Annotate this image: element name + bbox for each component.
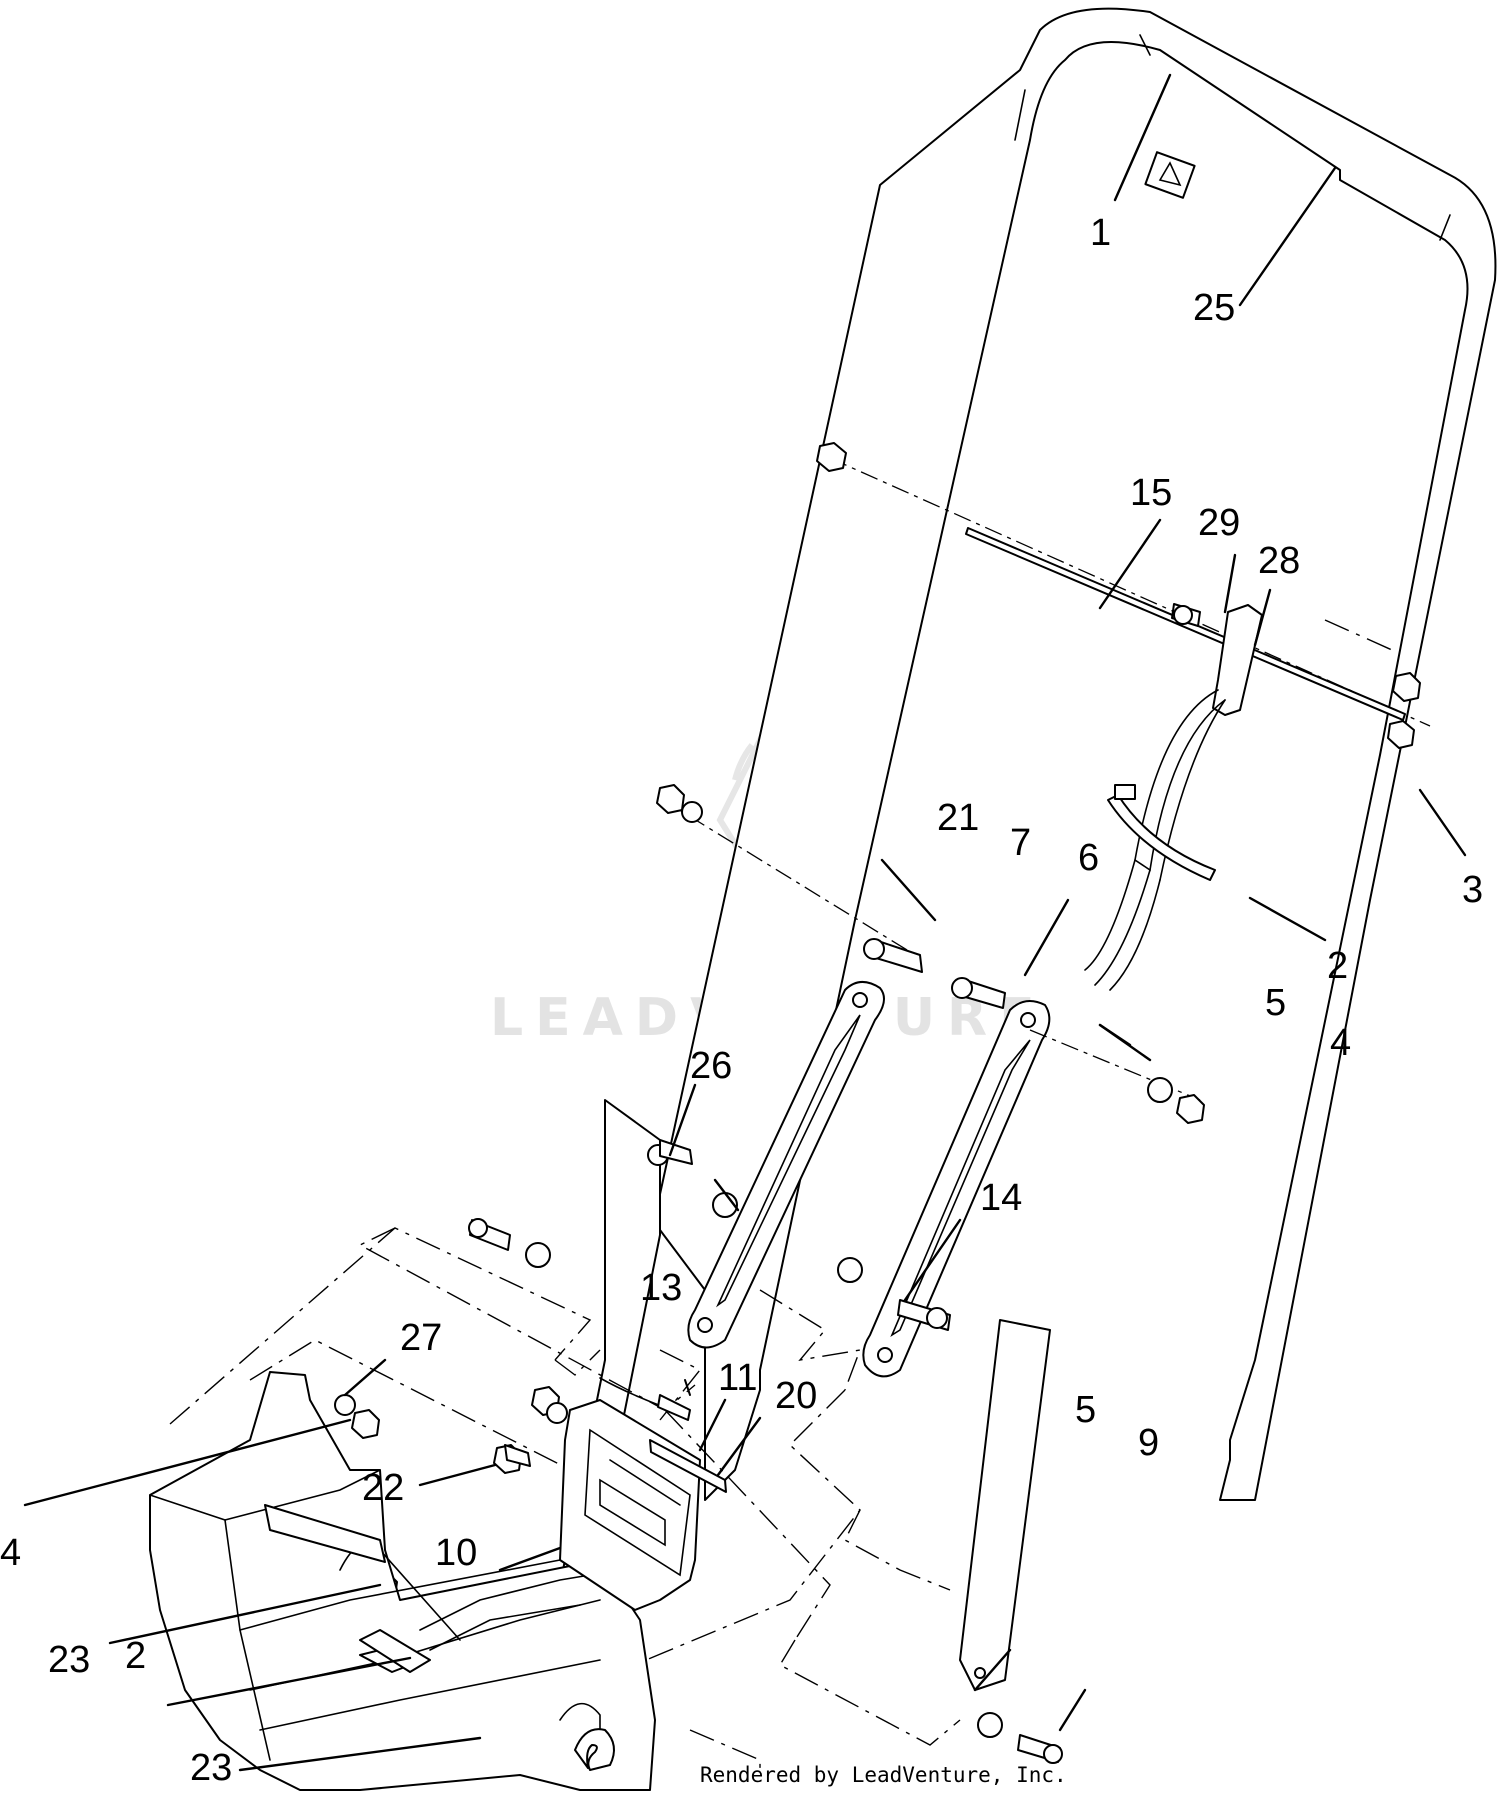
adjust-link-6 [862, 1000, 1051, 1378]
credit-text: Rendered by LeadVenture, Inc. [700, 1763, 1067, 1787]
callout-13: 13 [640, 1267, 682, 1309]
callout-14: 14 [980, 1177, 1022, 1219]
control-box [559, 1377, 727, 1611]
callout-3: 3 [1462, 869, 1483, 911]
callout-20: 20 [775, 1375, 817, 1417]
callout-5-upper: 5 [1265, 982, 1286, 1024]
callout-23-lower: 23 [190, 1747, 232, 1789]
callout-27: 27 [400, 1317, 442, 1359]
callout-4-upper: 4 [1330, 1022, 1351, 1064]
callout-28: 28 [1258, 540, 1300, 582]
leader-lines [23, 73, 1467, 1772]
callout-5-lower: 5 [1075, 1389, 1096, 1431]
callouts: 1 25 15 29 28 3 21 7 6 2 5 4 26 14 13 11… [0, 212, 1483, 1789]
callout-6: 6 [1078, 837, 1099, 879]
cable-bracket [1084, 603, 1263, 991]
callout-4-lower: 4 [0, 1532, 21, 1574]
cable-tie-upper [1107, 784, 1216, 881]
callout-7: 7 [1010, 822, 1031, 864]
hex-nut-rod-left [816, 442, 847, 472]
callout-9: 9 [1138, 1422, 1159, 1464]
callout-23-upper: 23 [48, 1639, 90, 1681]
callout-10: 10 [435, 1532, 477, 1574]
callout-11: 11 [718, 1357, 757, 1399]
callout-21: 21 [937, 797, 979, 839]
callout-26: 26 [690, 1045, 732, 1087]
deck-strap [264, 1504, 386, 1563]
adjust-link-21 [687, 981, 885, 1349]
hardware [334, 784, 1205, 1764]
deck-housing [149, 1371, 656, 1791]
callout-29: 29 [1198, 502, 1240, 544]
callout-15: 15 [1130, 472, 1172, 514]
callout-2-upper: 2 [1327, 945, 1348, 987]
hex-nut-rod-right [1387, 720, 1415, 749]
callout-2-lower: 2 [125, 1635, 146, 1677]
callout-25: 25 [1193, 287, 1235, 329]
callout-1: 1 [1090, 212, 1111, 254]
callout-22: 22 [362, 1467, 404, 1509]
